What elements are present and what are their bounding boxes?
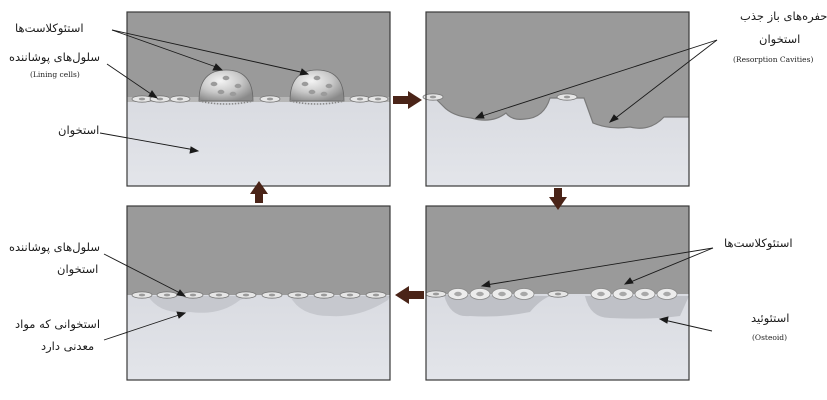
label-lining-bone-bottom: استخوان <box>57 264 98 276</box>
label-lining-cells-bottom: سلول‌های پوشاننده <box>9 242 100 254</box>
panel-bottom-right <box>426 206 689 380</box>
arrow-right <box>393 91 422 109</box>
label-lining-cells: سلول‌های پوشاننده <box>9 52 100 64</box>
label-osteoclasts: استئوکلاست‌ها <box>15 23 84 35</box>
panel-bottom-left <box>127 206 390 380</box>
panel-top-left <box>127 12 390 186</box>
label-mineralized-bone-1: استخوانی که مواد <box>15 319 100 331</box>
label-osteoid-en: (Osteoid) <box>752 334 787 342</box>
label-mineralized-bone-2: معدنی دارد <box>41 341 94 353</box>
arrow-left <box>395 286 424 304</box>
panel-top-right <box>423 12 689 186</box>
label-resorption-cavities-en: (Resorption Cavities) <box>733 56 813 64</box>
label-osteoblasts: استئوکلاست‌ها <box>724 238 793 250</box>
label-bone: استخوان <box>58 125 99 137</box>
label-resorption-bone: استخوان <box>759 34 800 46</box>
label-resorption-cavities: حفره‌های باز جذب <box>740 11 827 23</box>
label-lining-cells-en: (Lining cells) <box>30 71 80 79</box>
label-osteoid: استئوئید <box>751 313 789 325</box>
